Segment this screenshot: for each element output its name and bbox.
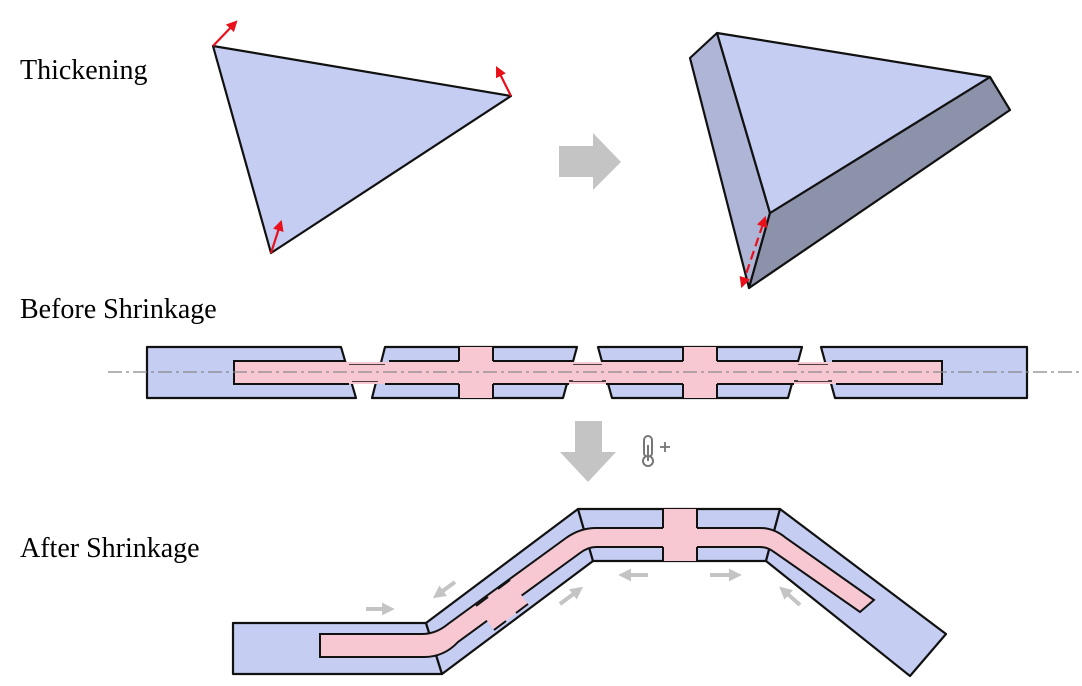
channel-junction bbox=[663, 509, 697, 561]
flat-triangle bbox=[211, 20, 513, 255]
thickened-prism bbox=[688, 31, 1012, 290]
straight-assembly bbox=[108, 345, 1080, 400]
label-before-shrinkage: Before Shrinkage bbox=[20, 294, 217, 325]
normal-vector bbox=[212, 20, 238, 47]
normal-vector bbox=[269, 219, 284, 254]
channel bbox=[319, 527, 876, 658]
thickness-dimension bbox=[739, 215, 768, 289]
normal-vectors bbox=[212, 20, 512, 254]
channel-junction bbox=[476, 580, 528, 630]
thermometer-plus-icon bbox=[642, 435, 670, 467]
process-arrow-down bbox=[560, 421, 616, 482]
shrink-arrow bbox=[558, 586, 584, 606]
normal-vector bbox=[496, 66, 512, 97]
label-thickening: Thickening bbox=[20, 55, 148, 86]
shrink-arrow bbox=[432, 580, 457, 599]
shrink-arrow bbox=[779, 586, 802, 607]
process-arrow-right bbox=[559, 133, 621, 190]
bent-assembly bbox=[231, 507, 948, 678]
label-after-shrinkage: After Shrinkage bbox=[20, 533, 200, 564]
